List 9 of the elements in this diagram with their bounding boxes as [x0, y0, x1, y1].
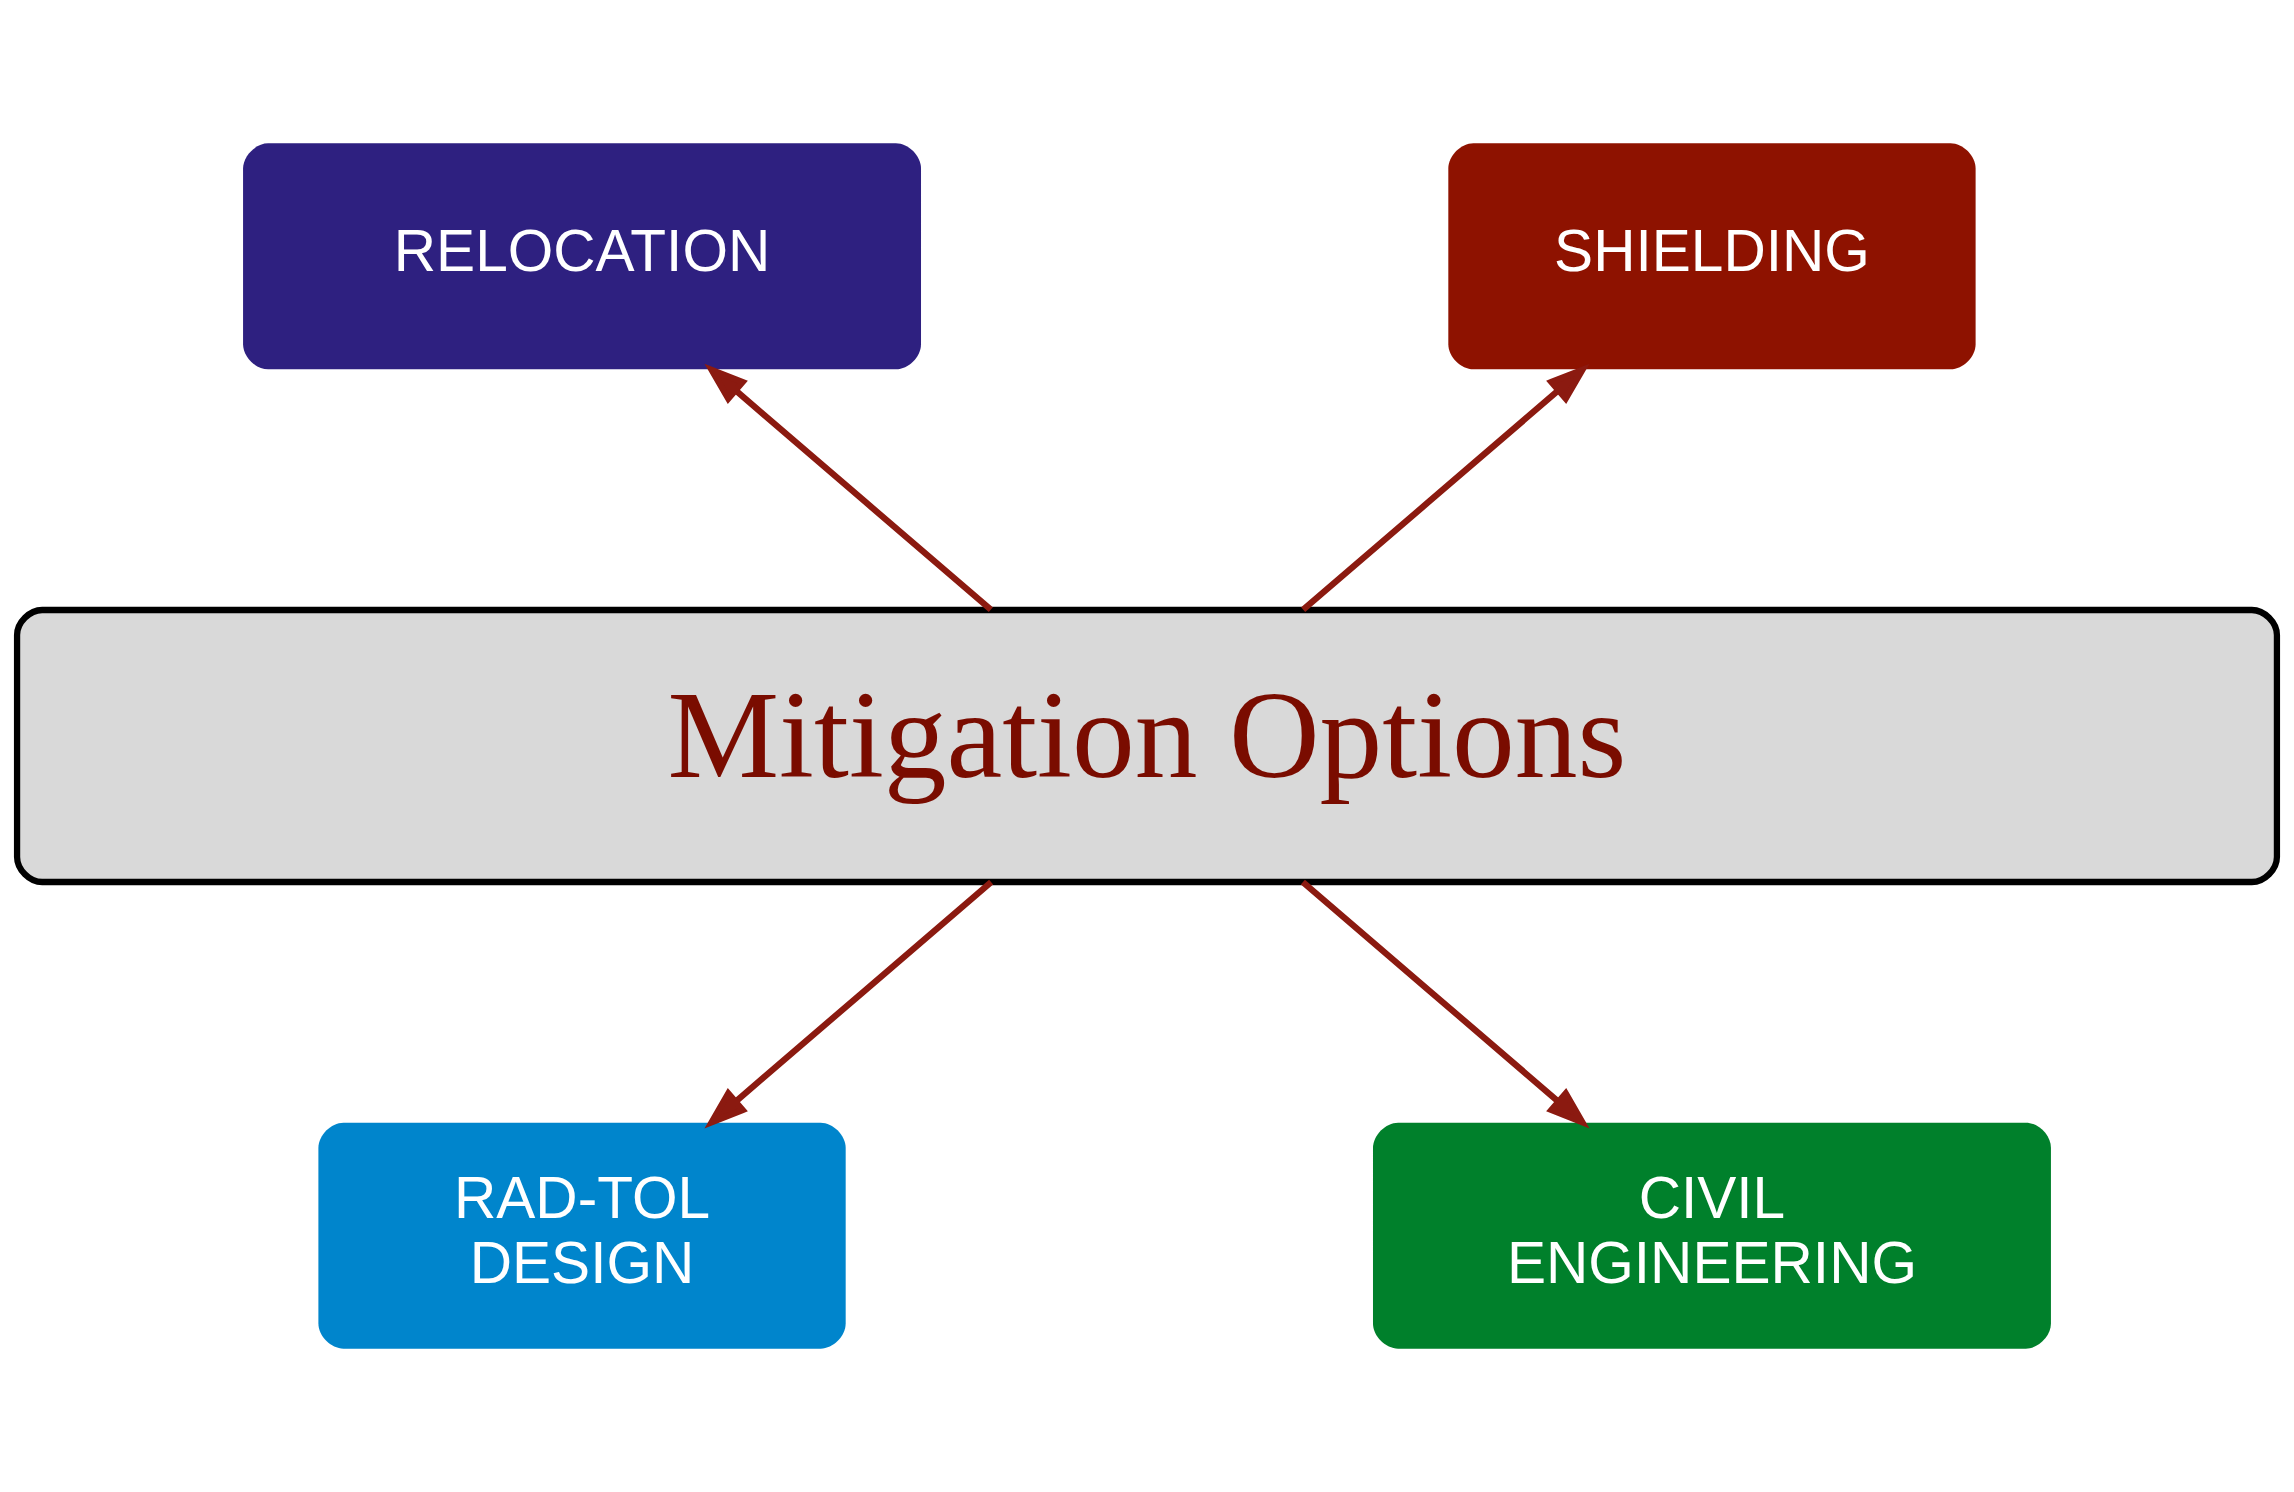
arrow — [704, 363, 993, 613]
node-box: RAD-TOL DESIGN — [318, 1122, 846, 1349]
arrow — [1301, 363, 1590, 613]
node-box: CIVIL ENGINEERING — [1373, 1122, 2051, 1349]
node-box: RELOCATION — [243, 143, 921, 370]
node-box: SHIELDING — [1448, 143, 1976, 370]
arrow — [704, 879, 994, 1129]
node-box: Mitigation Options — [13, 606, 2281, 886]
arrow — [1300, 879, 1590, 1129]
